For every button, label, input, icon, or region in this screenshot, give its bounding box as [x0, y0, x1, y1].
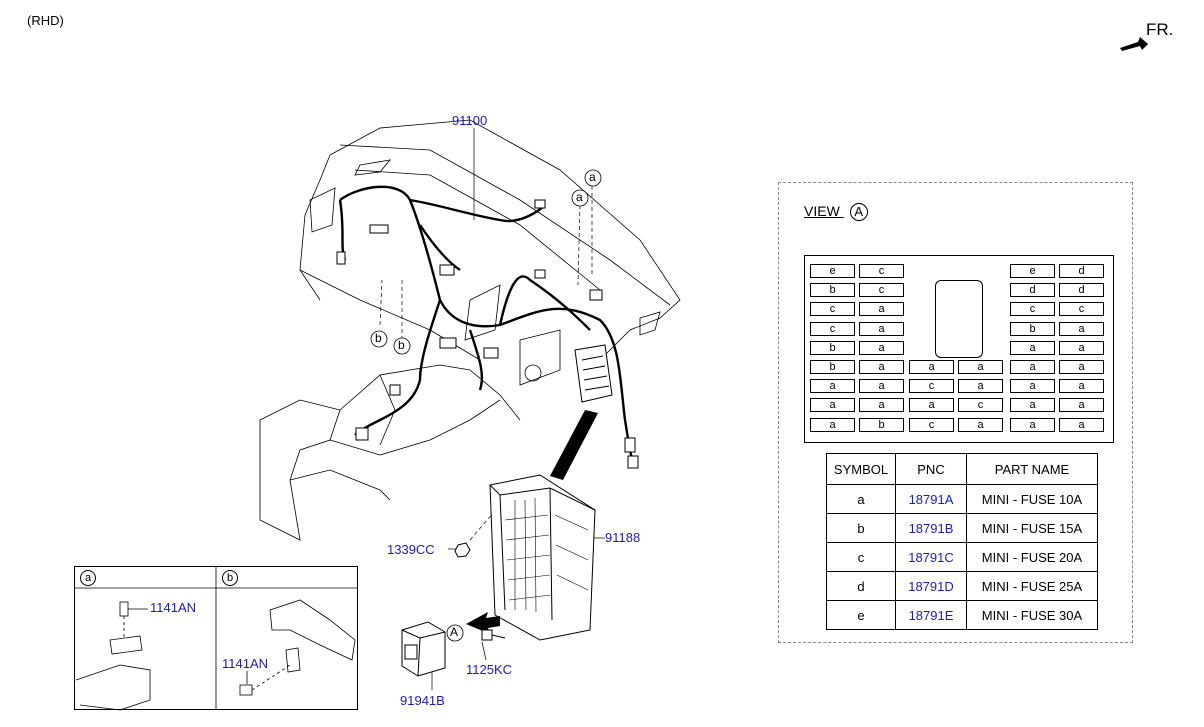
detail-b-symbol: b: [222, 569, 238, 586]
fuse-slot: a: [909, 398, 954, 413]
detail-a-symbol: a: [80, 569, 96, 586]
fuse-slot: c: [810, 302, 855, 317]
row-pnc-link[interactable]: 18791C: [895, 542, 967, 572]
ref-b-circle-1: b: [375, 331, 382, 345]
fuse-slot: a: [810, 398, 855, 413]
view-title: VIEW A: [804, 203, 868, 221]
table-row: d 18791D MINI - FUSE 25A: [826, 571, 1098, 601]
fuse-slot: d: [1059, 264, 1104, 278]
table-row: c 18791C MINI - FUSE 20A: [826, 542, 1098, 572]
fuse-slot: e: [810, 264, 855, 278]
fuse-panel-center: [935, 280, 983, 358]
fuse-slot: a: [909, 360, 954, 374]
row-pnc-link[interactable]: 18791B: [895, 513, 967, 543]
fuse-slot: a: [1059, 360, 1104, 374]
fuse-slot: c: [909, 417, 954, 432]
fuse-slot: a: [859, 398, 904, 413]
fuse-slot: a: [859, 340, 904, 355]
fuse-slot: a: [1059, 379, 1104, 394]
parts-table: SYMBOL PNC PART NAME a 18791A MINI - FUS…: [826, 453, 1098, 630]
fuse-slot: c: [859, 264, 904, 278]
fuse-slot: e: [1010, 264, 1055, 278]
fuse-slot: d: [1010, 283, 1055, 298]
relay-box-callout[interactable]: 91941B: [400, 693, 445, 708]
fuse-slot: a: [859, 379, 904, 394]
console-outline: [259, 399, 341, 541]
row-part-name: MINI - FUSE 25A: [966, 571, 1098, 601]
fuse-slot: a: [1059, 340, 1104, 355]
row-pnc-link[interactable]: 18791D: [895, 571, 967, 601]
fuse-slot: a: [1010, 398, 1055, 413]
fuse-slot: b: [810, 360, 855, 374]
row-part-name: MINI - FUSE 30A: [966, 600, 1098, 630]
fuse-slot: b: [1010, 321, 1055, 336]
fuse-slot: a: [1010, 360, 1055, 374]
row-symbol: b: [826, 513, 896, 543]
fuse-slot: a: [810, 379, 855, 394]
fuse-slot: a: [958, 360, 1003, 374]
fuse-slot: c: [1010, 302, 1055, 317]
detail-b-part[interactable]: 1141AN: [222, 656, 269, 671]
fuse-slot: a: [1059, 398, 1104, 413]
header-pnc: PNC: [895, 453, 967, 485]
fuse-slot: c: [859, 283, 904, 298]
fuse-slot: c: [909, 379, 954, 394]
row-part-name: MINI - FUSE 10A: [966, 484, 1098, 514]
front-arrow-icon: [1120, 36, 1150, 57]
fuse-slot: c: [1059, 302, 1104, 317]
row-symbol: c: [826, 542, 896, 572]
row-symbol: d: [826, 571, 896, 601]
fuse-slot: a: [958, 417, 1003, 432]
fuse-slot: a: [859, 321, 904, 336]
header-part-name: PART NAME: [966, 453, 1098, 485]
header-symbol: SYMBOL: [826, 453, 896, 485]
table-row: e 18791E MINI - FUSE 30A: [826, 600, 1098, 630]
fuse-slot: b: [810, 283, 855, 298]
detail-panel: [74, 566, 358, 710]
ref-b-circle-2: b: [398, 338, 405, 352]
fuse-slot: d: [1059, 283, 1104, 298]
fuse-slot: b: [810, 340, 855, 355]
variant-label: (RHD): [27, 13, 64, 28]
view-symbol: A: [849, 203, 868, 221]
nut-callout[interactable]: 1339CC: [387, 542, 435, 557]
bolt-callout[interactable]: 1125KC: [466, 662, 513, 677]
fuse-slot: b: [859, 417, 904, 432]
fuse-slot: a: [1010, 379, 1055, 394]
fuse-slot: a: [810, 417, 855, 432]
row-part-name: MINI - FUSE 15A: [966, 513, 1098, 543]
fuse-slot: a: [1059, 321, 1104, 336]
table-row: a 18791A MINI - FUSE 10A: [826, 484, 1098, 514]
row-pnc-link[interactable]: 18791E: [895, 600, 967, 630]
junction-box-outline: [489, 474, 596, 641]
row-part-name: MINI - FUSE 20A: [966, 542, 1098, 572]
fuse-slot: a: [958, 379, 1003, 394]
fuse-slot: a: [859, 302, 904, 317]
fuse-slot: a: [1059, 417, 1104, 432]
fuse-slot: a: [1010, 417, 1055, 432]
row-pnc-link[interactable]: 18791A: [895, 484, 967, 514]
fuse-slot: a: [859, 360, 904, 374]
view-a-box: [778, 182, 1133, 643]
ref-a-circle-2: a: [576, 190, 583, 204]
front-label: FR.: [1146, 20, 1174, 39]
relay-box-outline: [401, 621, 446, 677]
fuse-slot: c: [810, 321, 855, 336]
detail-a-part[interactable]: 1141AN: [150, 600, 197, 615]
row-symbol: a: [826, 484, 896, 514]
fuse-slot: c: [958, 398, 1003, 413]
fuse-slot: a: [1010, 340, 1055, 355]
row-symbol: e: [826, 600, 896, 630]
harness-main-callout[interactable]: 91100: [452, 113, 488, 128]
view-a-marker: A: [450, 625, 459, 639]
junction-box-callout[interactable]: 91188: [605, 530, 641, 545]
table-row: b 18791B MINI - FUSE 15A: [826, 513, 1098, 543]
ref-a-circle-1: a: [589, 170, 596, 184]
